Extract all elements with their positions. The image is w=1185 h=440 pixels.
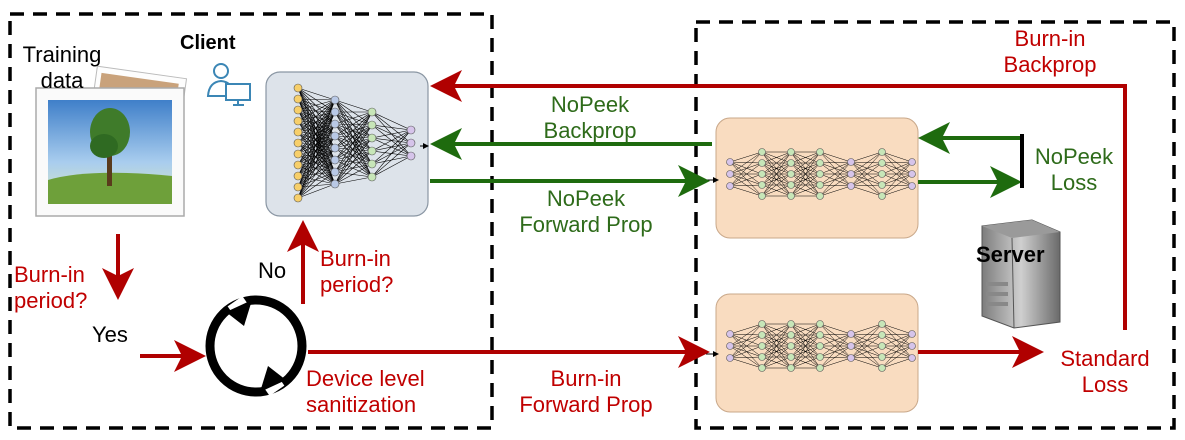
no-label: No: [258, 258, 287, 283]
user-computer-icon: [206, 63, 251, 106]
server-title: Server: [976, 242, 1045, 267]
client-boundary: [8, 12, 494, 430]
photo-stack-icon: [35, 65, 188, 217]
server-tower-icon: [981, 219, 1061, 329]
client-title: Client: [180, 32, 236, 54]
server-boundary: [694, 20, 1176, 430]
yes-label: Yes: [92, 322, 128, 347]
nopeek-arrows: [430, 122, 1022, 198]
burnin-backprop-arrow: [430, 70, 1127, 330]
server-neural-network-burnin: [715, 293, 919, 413]
server-neural-network-nopeek: [715, 117, 919, 239]
client-neural-network: [265, 71, 429, 217]
burnin-arrows: [102, 70, 1127, 372]
refresh-cycle-icon: [205, 295, 307, 397]
